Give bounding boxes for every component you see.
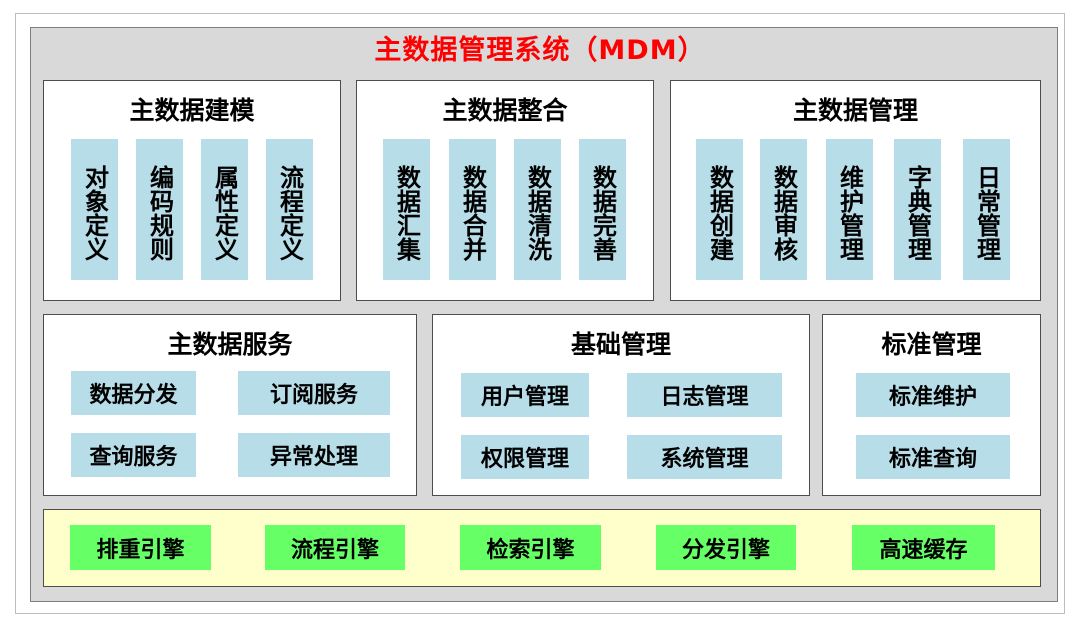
tile-log-management: 日志管理: [627, 373, 782, 417]
tile-search-engine: 检索引擎: [460, 525, 601, 570]
tile-maintenance-management: 维护管理: [826, 139, 873, 280]
panel-basic: 基础管理 用户管理 日志管理 权限管理 系统管理: [432, 314, 810, 496]
panel-management: 主数据管理 数据创建 数据审核 维护管理 字典管理 日常管理: [670, 80, 1041, 301]
tile-daily-management: 日常管理: [963, 139, 1010, 280]
tile-coding-rules: 编码规则: [136, 139, 183, 280]
panel-service-title: 主数据服务: [167, 330, 293, 359]
tile-system-management: 系统管理: [627, 435, 782, 479]
tile-process-definition: 流程定义: [266, 139, 313, 280]
panel-modeling: 主数据建模 对象定义 编码规则 属性定义 流程定义: [43, 80, 341, 301]
tile-data-creation: 数据创建: [696, 139, 743, 280]
system-title: 主数据管理系统（MDM）: [374, 35, 706, 66]
panel-service: 主数据服务 数据分发 订阅服务 查询服务 异常处理: [43, 314, 417, 496]
panel-management-title: 主数据管理: [792, 96, 918, 125]
panel-standard-title: 标准管理: [881, 330, 982, 359]
tile-dictionary-management: 字典管理: [894, 139, 941, 280]
tile-object-definition: 对象定义: [71, 139, 118, 280]
tile-data-completion: 数据完善: [579, 139, 626, 280]
tile-data-collection: 数据汇集: [383, 139, 430, 280]
tile-user-management: 用户管理: [461, 373, 589, 417]
panel-basic-title: 基础管理: [570, 330, 671, 359]
tile-dedup-engine: 排重引擎: [70, 525, 211, 570]
tile-attribute-definition: 属性定义: [201, 139, 248, 280]
tile-data-review: 数据审核: [760, 139, 807, 280]
tile-permission-management: 权限管理: [461, 435, 589, 479]
tile-query-service: 查询服务: [71, 433, 196, 477]
tile-standard-maintenance: 标准维护: [856, 373, 1010, 417]
panel-standard: 标准管理 标准维护 标准查询: [822, 314, 1041, 496]
tile-data-distribution: 数据分发: [71, 371, 196, 415]
tile-data-cleansing: 数据清洗: [514, 139, 561, 280]
tile-exception-handling: 异常处理: [238, 433, 390, 477]
tile-subscription-service: 订阅服务: [238, 371, 390, 415]
tile-distribution-engine: 分发引擎: [656, 525, 796, 570]
tile-high-speed-cache: 高速缓存: [852, 525, 995, 570]
tile-process-engine: 流程引擎: [265, 525, 405, 570]
engine-band: 排重引擎 流程引擎 检索引擎 分发引擎 高速缓存: [43, 509, 1041, 587]
panel-modeling-title: 主数据建模: [129, 96, 255, 125]
tile-data-merge: 数据合并: [449, 139, 496, 280]
panel-integration-title: 主数据整合: [442, 96, 568, 125]
panel-integration: 主数据整合 数据汇集 数据合并 数据清洗 数据完善: [356, 80, 654, 301]
tile-standard-query: 标准查询: [856, 435, 1010, 479]
